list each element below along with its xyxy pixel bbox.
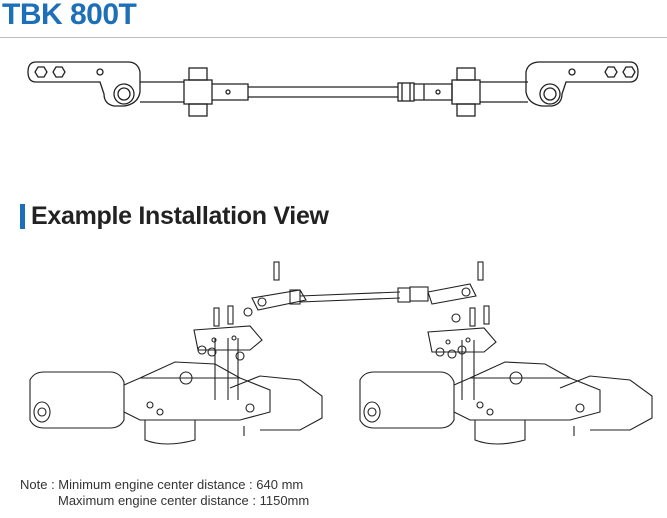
tie-bar-schematic <box>27 61 639 117</box>
note-line-max-distance: Maximum engine center distance : 1150mm <box>58 493 310 508</box>
title-divider <box>0 37 667 38</box>
note-line-min-distance: Note : Minimum engine center distance : … <box>20 477 304 492</box>
tie-bar-exploded <box>243 261 484 323</box>
page-title: TBK 800T <box>2 0 137 31</box>
right-bracket <box>427 305 497 359</box>
installation-note: Note : Minimum engine center distance : … <box>20 477 309 509</box>
heading-accent-bar <box>20 204 25 229</box>
left-bracket <box>193 305 263 361</box>
installation-illustration <box>29 261 653 445</box>
section-heading: Example Installation View <box>20 202 329 231</box>
left-steering-cylinder <box>29 338 323 445</box>
right-steering-cylinder <box>359 340 653 445</box>
section-heading-text: Example Installation View <box>31 202 329 230</box>
